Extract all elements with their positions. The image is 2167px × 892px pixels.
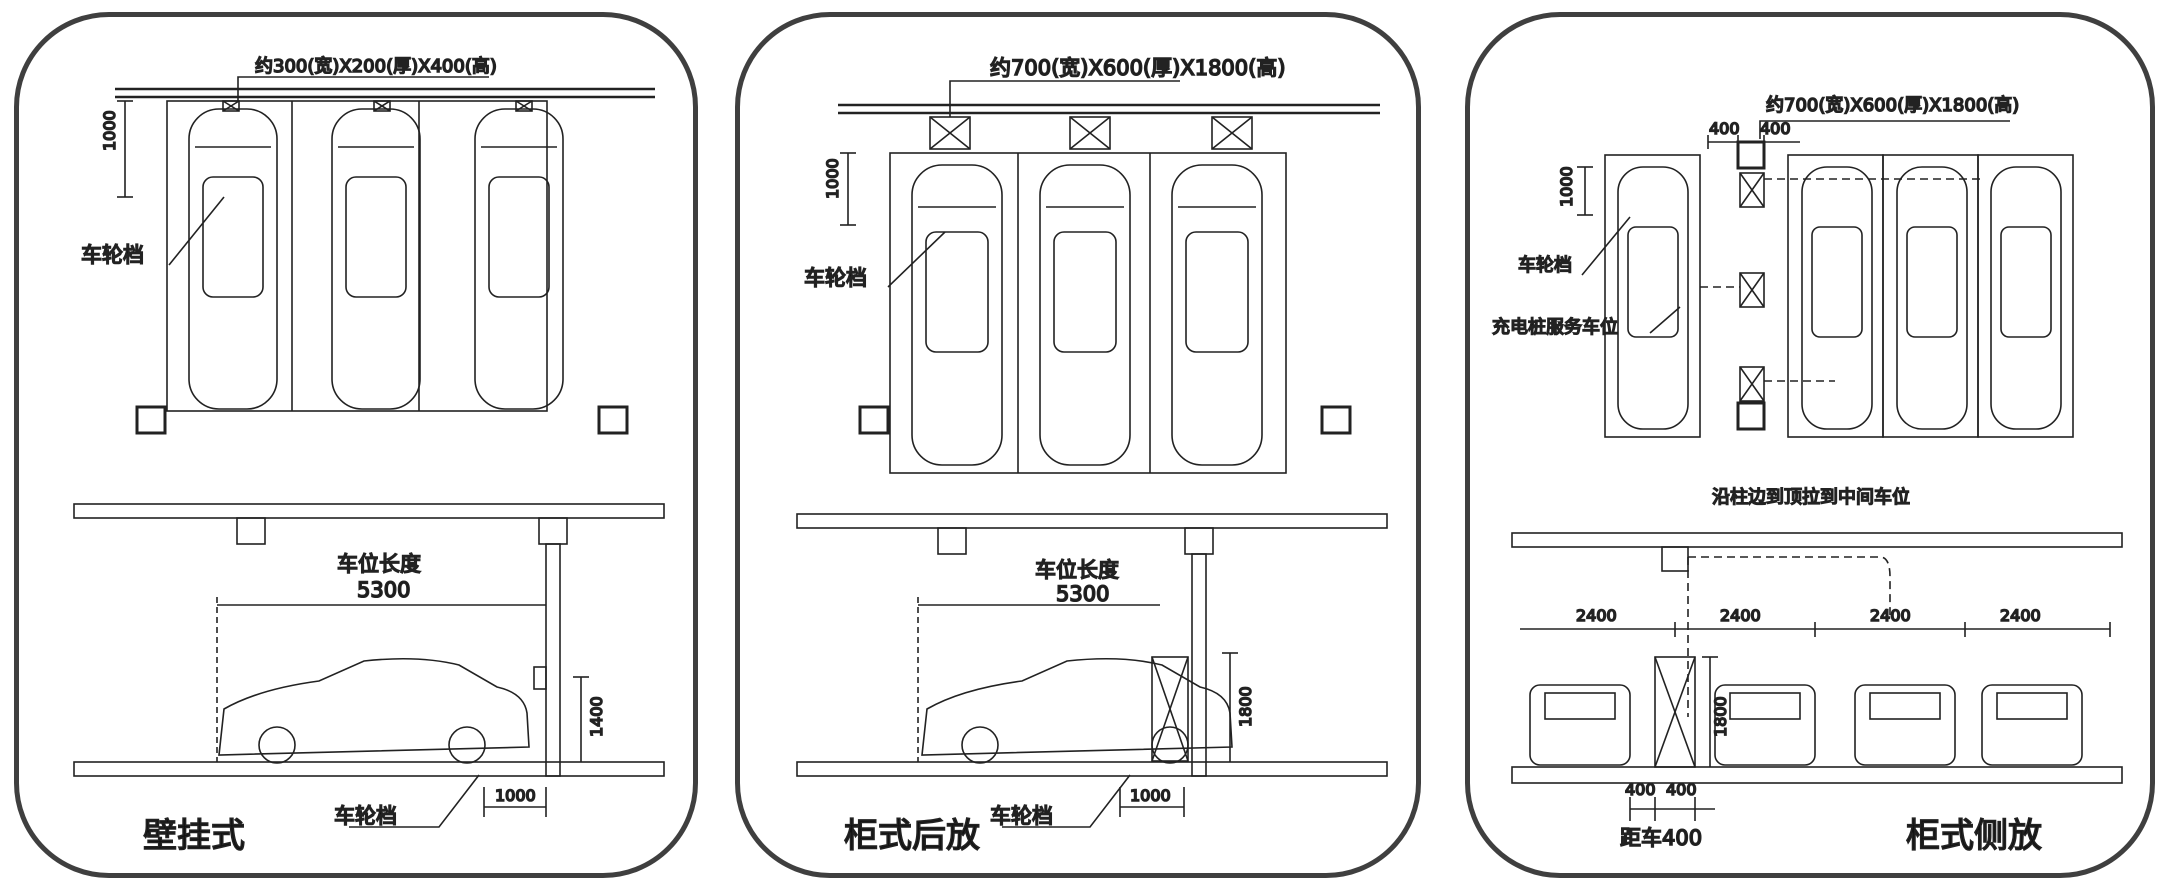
wheel-stop-label: 车轮档 <box>804 266 867 290</box>
cabinet-side-diagram: 约700(宽)X600(厚)X1800(高) 400 400 1000 车轮档 … <box>1491 94 2123 857</box>
charger-space-label: 充电桩服务车位 <box>1492 317 1618 338</box>
car-top-view <box>188 108 564 410</box>
left-dimension: 400 <box>1709 119 1740 138</box>
panel-cabinet-side: 约700(宽)X600(厚)X1800(高) 400 400 1000 车轮档 … <box>1465 12 2155 878</box>
car-top-view <box>1617 166 2062 430</box>
height-dimension: 1400 <box>587 696 606 737</box>
parking-bay-row <box>166 100 548 412</box>
cable-route-note: 沿柱边到顶拉到中间车位 <box>1712 487 1910 508</box>
wall-mounted-diagram: 约300(宽)X200(厚)X400(高) 1000 车轮档 车位长度 5300… <box>73 55 665 857</box>
car-side-view <box>921 657 1233 756</box>
column <box>135 405 167 435</box>
wall-section <box>1191 553 1207 777</box>
column <box>858 405 890 435</box>
box-size-note: 约700(宽)X600(厚)X1800(高) <box>990 56 1286 80</box>
space-length-value: 5300 <box>357 578 410 602</box>
beam <box>236 517 266 545</box>
charging-cabinet <box>1151 656 1189 762</box>
box-size-note: 约300(宽)X200(厚)X400(高) <box>255 56 497 77</box>
floor-slab <box>796 761 1388 777</box>
bottom-dimension-left: 400 <box>1625 780 1656 799</box>
width-dimension: 2400 <box>1720 606 1761 625</box>
bottom-dimension: 1000 <box>1130 786 1171 805</box>
depth-dimension: 1000 <box>823 158 842 199</box>
panel-title: 柜式后放 <box>844 816 980 856</box>
ceiling-slab <box>796 513 1388 529</box>
floor-slab <box>1511 766 2123 784</box>
car-top-view <box>911 164 1263 466</box>
depth-dimension: 1000 <box>1557 166 1576 207</box>
wheel-stop-label: 车轮档 <box>990 804 1053 828</box>
beam <box>538 517 568 545</box>
panel-cabinet-rear: 约700(宽)X600(厚)X1800(高) 1000 车轮档 车位长度 530… <box>735 12 1421 878</box>
column <box>597 405 629 435</box>
height-dimension: 1800 <box>1236 686 1255 727</box>
parking-bay <box>1604 154 1701 438</box>
charging-cabinet <box>929 116 1253 150</box>
beam <box>937 527 967 555</box>
depth-dimension: 1000 <box>100 110 119 151</box>
beam <box>1661 546 1689 572</box>
panel-title: 柜式侧放 <box>1906 816 2042 856</box>
height-dimension: 1800 <box>1711 696 1730 737</box>
box-size-note: 约700(宽)X600(厚)X1800(高) <box>1766 95 2019 116</box>
floor-slab <box>73 761 665 777</box>
charging-cabinet <box>1739 172 1765 402</box>
column <box>1736 140 1766 170</box>
wheel-stop-label: 车轮档 <box>334 804 397 828</box>
width-dimension: 2400 <box>1870 606 1911 625</box>
column <box>1736 401 1766 431</box>
width-dimension: 2400 <box>2000 606 2041 625</box>
wall-section <box>545 543 561 777</box>
charging-cabinet <box>1654 656 1696 768</box>
wall-charger-box <box>533 666 547 690</box>
beam <box>1184 527 1214 555</box>
space-length-label: 车位长度 <box>337 552 421 576</box>
bottom-dimension-right: 400 <box>1666 780 1697 799</box>
bottom-dimension: 1000 <box>495 786 536 805</box>
car-side-view <box>218 657 530 756</box>
wheel-stop-label: 车轮档 <box>1518 255 1572 276</box>
right-dimension: 400 <box>1760 119 1791 138</box>
parking-bay-row <box>889 152 1287 474</box>
panel-wall-mounted: 约300(宽)X200(厚)X400(高) 1000 车轮档 车位长度 5300… <box>14 12 698 878</box>
ceiling-slab <box>73 503 665 519</box>
column <box>1320 405 1352 435</box>
cabinet-rear-diagram: 约700(宽)X600(厚)X1800(高) 1000 车轮档 车位长度 530… <box>796 55 1388 857</box>
space-length-label: 车位长度 <box>1035 558 1119 582</box>
parking-bay <box>1977 154 2074 438</box>
wheel-stop-label: 车轮档 <box>81 243 144 267</box>
car-front-view <box>1529 684 2083 766</box>
width-dimension: 2400 <box>1576 606 1617 625</box>
panel-title: 壁挂式 <box>143 816 245 856</box>
clearance-label: 距车400 <box>1620 826 1702 850</box>
ceiling-slab <box>1511 532 2123 548</box>
space-length-value: 5300 <box>1056 582 1109 606</box>
